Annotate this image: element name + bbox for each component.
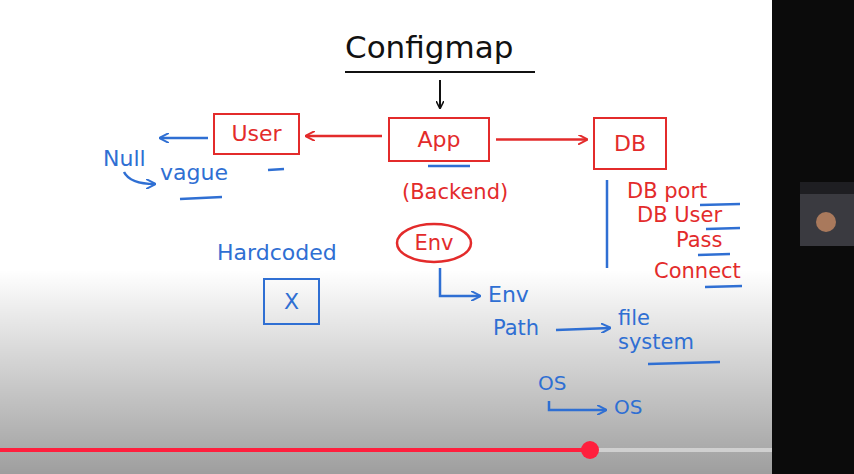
node-label: Env <box>414 231 453 255</box>
node-label: X <box>284 289 299 314</box>
node-heading: Hardcoded <box>217 240 337 265</box>
note-text: Null <box>103 146 146 171</box>
connector-arrow <box>306 135 382 138</box>
app-underline <box>428 165 470 168</box>
process-box: App(Backend) <box>388 117 490 162</box>
title-underline <box>345 71 535 73</box>
progress-knob <box>581 441 599 459</box>
env-ellipse: Env <box>395 222 473 264</box>
webcam-strip <box>800 182 854 194</box>
system-underline <box>648 362 720 364</box>
node-heading: (Backend) <box>402 180 508 204</box>
vague-underline <box>180 197 222 199</box>
database-box: DB <box>593 117 667 170</box>
note-text: vague <box>160 160 228 185</box>
note-text: Env <box>488 282 529 307</box>
webcam-thumbnail <box>800 182 854 246</box>
db-setting: DB port <box>627 179 707 203</box>
progress-track <box>0 448 772 452</box>
side-panel <box>772 0 854 474</box>
config-arrow <box>439 80 441 108</box>
vague-arrow <box>124 172 155 184</box>
env-arrow <box>440 268 480 296</box>
webcam-face <box>816 212 836 232</box>
connect-underline <box>705 286 742 287</box>
note-text: Path <box>493 316 539 340</box>
db-setting: Connect <box>654 259 741 283</box>
node-label: DB <box>614 131 646 156</box>
os-arrow <box>549 401 606 410</box>
pass-underline <box>698 254 730 255</box>
node-label: App <box>418 127 461 152</box>
note-text: OS <box>614 396 642 419</box>
db-bracket-line <box>606 180 609 268</box>
user-out-arrow <box>160 137 208 140</box>
progress-played <box>0 448 590 452</box>
db-setting: Pass <box>676 228 722 252</box>
video-shade <box>0 270 772 474</box>
node-label: User <box>231 121 281 146</box>
rejected-box: HardcodedX <box>263 278 320 325</box>
note-text: OS <box>538 372 566 395</box>
actor-box: User <box>213 113 300 155</box>
note-text: file system <box>618 306 708 354</box>
db-setting: DB User <box>637 203 722 227</box>
user-dash <box>268 169 284 170</box>
connector-arrow <box>496 138 587 141</box>
path-arrow <box>556 328 610 330</box>
diagram-title: Configmap <box>345 30 513 66</box>
